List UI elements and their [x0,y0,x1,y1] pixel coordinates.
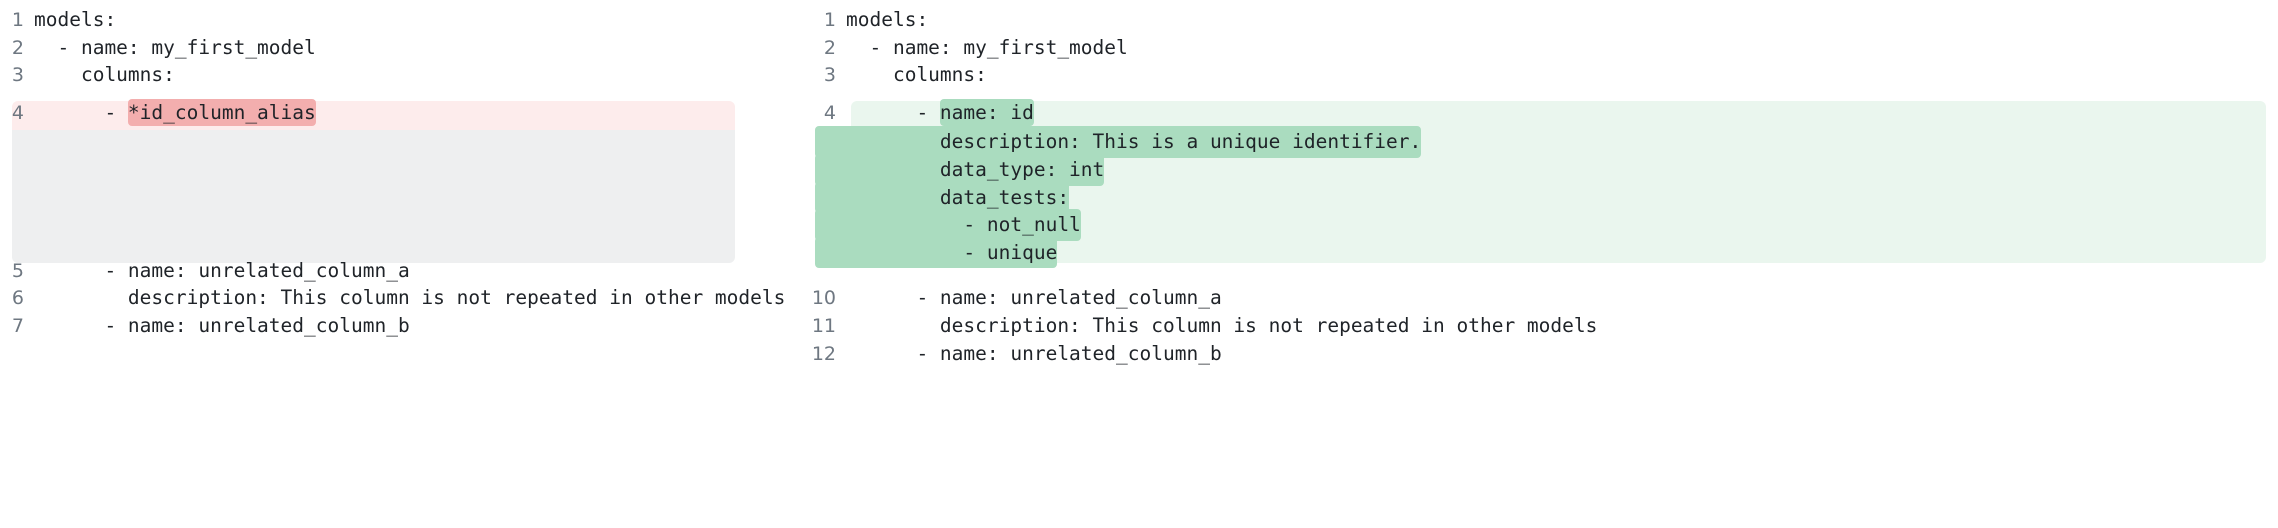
line-number: 10 [811,287,836,310]
filler-line [0,182,800,210]
code-line[interactable]: 10 - name: unrelated_column_a [800,284,2278,312]
code-line-removed[interactable]: 4 - *id_column_alias [0,98,800,127]
line-content: - name: my_first_model [34,35,316,59]
added-token: description: This is a unique identifier… [815,126,1422,158]
line-number: 5 [11,259,24,282]
line-prefix: - [846,100,940,124]
line-number: 3 [11,64,24,87]
code-line[interactable]: 1 models: [0,6,800,34]
code-line[interactable]: 12 - name: unrelated_column_b [800,340,2278,368]
line-content: models: [846,8,929,31]
filler-line [0,237,800,257]
line-number: 3 [823,64,836,87]
line-prefix: - [34,100,128,124]
line-number: 1 [11,9,24,31]
line-content: description: This is a unique identifier… [815,126,2278,158]
code-line-added[interactable]: 9 - unique [800,236,2278,269]
line-number: 7 [11,314,24,337]
added-token: - not_null [815,209,1081,241]
line-content: - name: id [846,98,2278,127]
code-line-added[interactable]: 4 - name: id [800,98,2278,127]
line-number: 4 [823,101,836,124]
code-line-added[interactable]: 5 description: This is a unique identifi… [800,126,2278,158]
line-content: columns: [846,63,987,87]
line-number: 1 [823,9,836,31]
code-line-added[interactable]: 8 - not_null [800,209,2278,241]
added-token: data_type: int [815,153,1105,186]
filler-line [0,126,800,154]
diff-pane-before: 1 models: 2 - name: my_first_model 3 col… [0,0,800,528]
code-line-gap [800,89,2278,99]
line-content: - not_null [815,209,2278,241]
diff-pane-after: 1 models: 2 - name: my_first_model 3 col… [800,0,2278,528]
code-line[interactable]: 6 description: This column is not repeat… [0,284,800,312]
line-content: data_tests: [815,181,2278,214]
before-code-rows: 1 models: 2 - name: my_first_model 3 col… [0,6,800,340]
code-line-gap [0,89,800,99]
line-number: 11 [811,314,836,337]
line-content: data_type: int [815,153,2278,186]
added-token: - unique [815,236,1058,269]
code-line[interactable]: 2 - name: my_first_model [0,34,800,62]
line-content: - name: unrelated_column_a [34,258,410,282]
code-line-added[interactable]: 6 data_type: int [800,153,2278,186]
line-number: 2 [11,36,24,59]
line-content: - name: my_first_model [846,35,1128,59]
added-token: data_tests: [815,181,1070,214]
code-line[interactable]: 1 models: [800,6,2278,34]
line-content: - name: unrelated_column_b [34,313,410,337]
line-content: models: [34,8,117,31]
line-content: - *id_column_alias [34,98,800,127]
code-line[interactable]: 3 columns: [800,61,2278,89]
filler-line [0,154,800,182]
added-token: name: id [939,98,1034,126]
removed-token: *id_column_alias [127,98,316,126]
line-content: description: This column is not repeated… [34,286,786,310]
line-number: 12 [811,342,836,365]
code-line[interactable]: 3 columns: [0,61,800,89]
line-number: 2 [823,36,836,59]
code-line[interactable]: 2 - name: my_first_model [800,34,2278,62]
line-content: description: This column is not repeated… [846,313,1598,337]
after-code-rows: 1 models: 2 - name: my_first_model 3 col… [800,6,2278,367]
code-line[interactable]: 11 description: This column is not repea… [800,312,2278,340]
code-line-added[interactable]: 7 data_tests: [800,181,2278,214]
line-content: - unique [815,236,2278,269]
line-content: - name: unrelated_column_b [846,341,1222,365]
line-number: 6 [11,287,24,310]
line-number: 4 [11,101,24,124]
code-line[interactable]: 7 - name: unrelated_column_b [0,312,800,340]
code-line[interactable]: 5 - name: unrelated_column_a [0,257,800,285]
line-content: - name: unrelated_column_a [846,286,1222,310]
filler-line [0,209,800,237]
line-content: columns: [34,63,175,87]
